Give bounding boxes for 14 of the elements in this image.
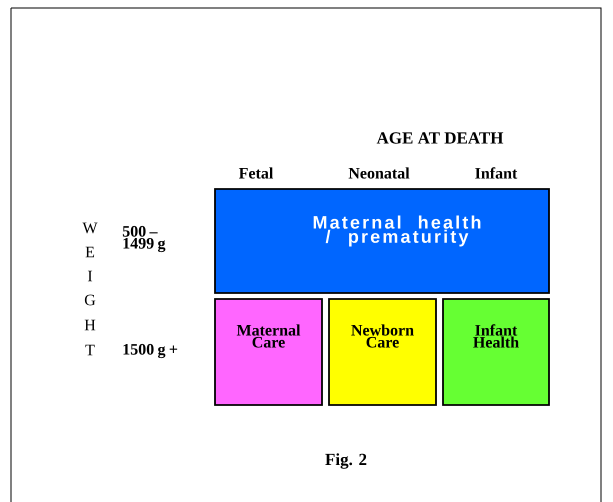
axis-letter: T: [85, 344, 95, 356]
weight-range: 500 – 1499 g: [122, 226, 166, 252]
category-box: Maternal Care: [214, 298, 323, 406]
weight-range: 1500 g +: [124, 344, 178, 358]
caption: Fig. 2: [325, 453, 366, 469]
category-box: Infant Health: [442, 298, 550, 406]
axis-letter: W: [82, 222, 98, 234]
category-box: Newborn Care: [328, 298, 437, 406]
axis-letter: G: [84, 294, 96, 306]
axis-letter: I: [88, 270, 92, 282]
axis-letter: E: [86, 246, 94, 258]
axis-letter: H: [84, 320, 96, 330]
category-box: Maternal health / prematurity: [214, 188, 550, 294]
heading: AGE AT DEATH: [376, 132, 504, 144]
